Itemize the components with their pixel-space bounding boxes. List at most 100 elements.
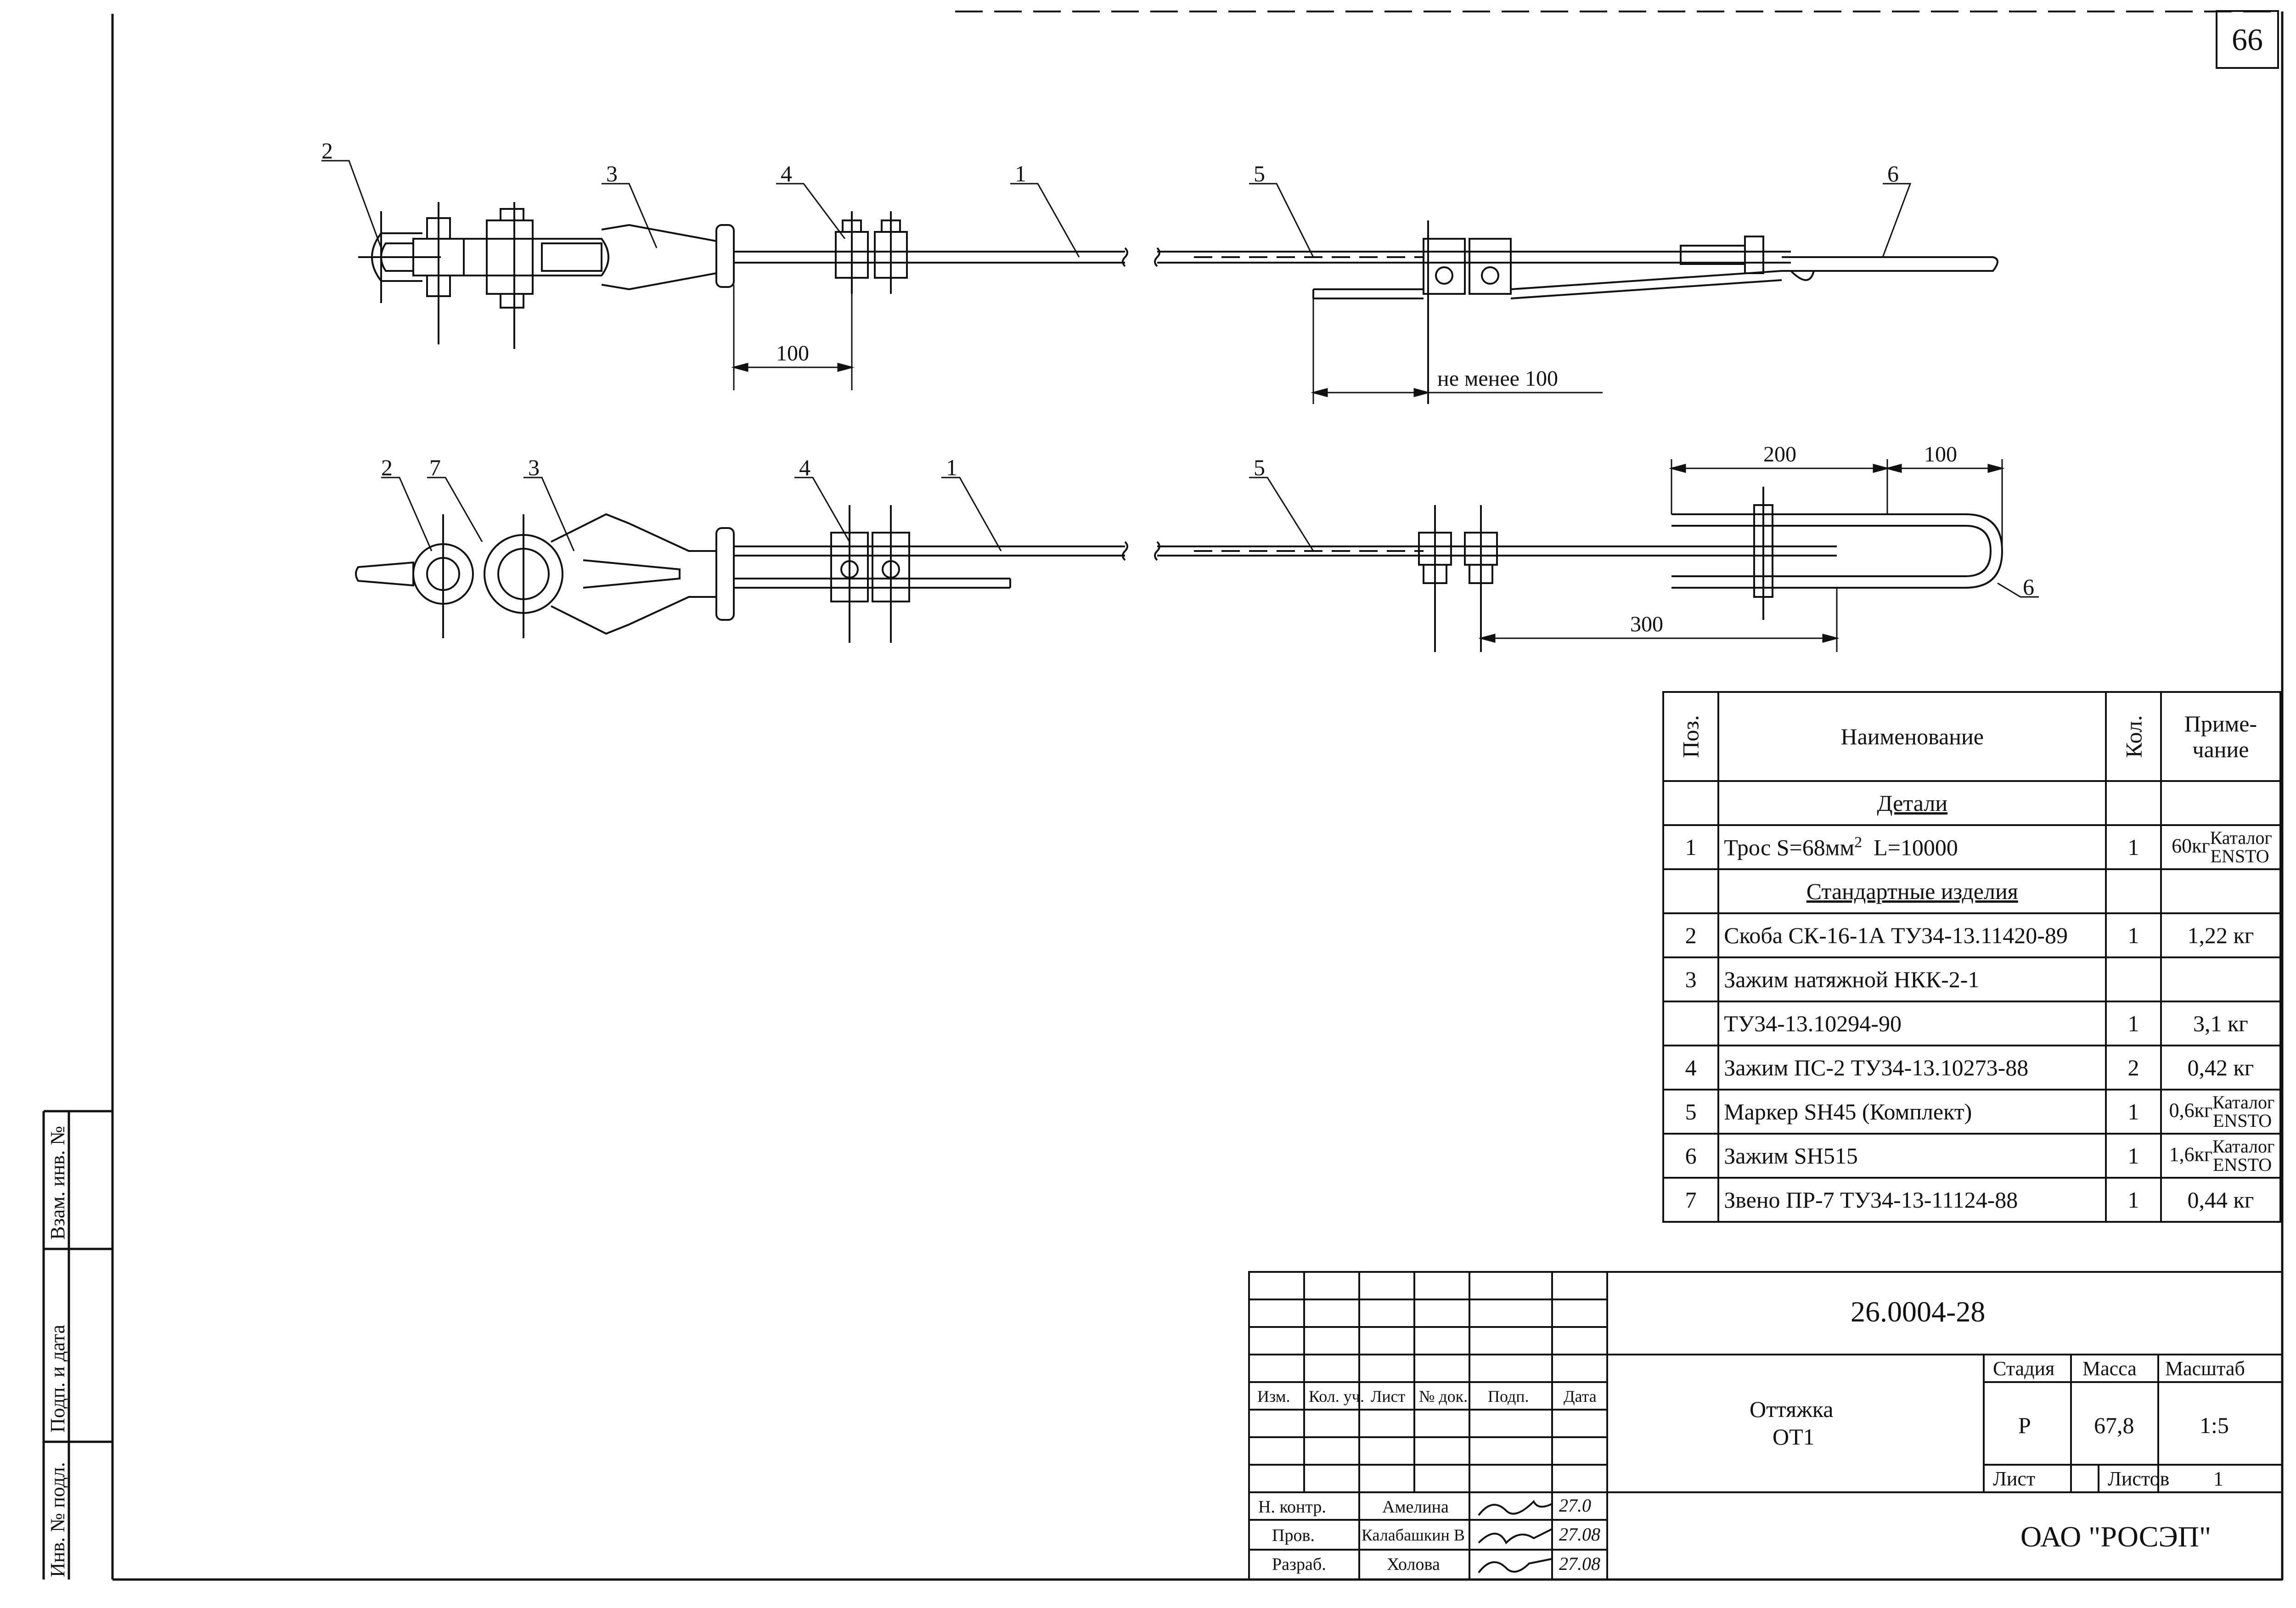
row-qty: 1 [2105,1177,2162,1223]
row-note: 60кгКаталог ENSTO [2160,824,2282,870]
sheets-label: Листов [2108,1467,2170,1490]
company-name: ОАО "РОСЭП" [2020,1520,2212,1553]
row-name: Трос S=68мм2 L=10000 [1717,824,2107,870]
header-pos: Поз. [1678,715,1704,758]
col-sign: Подп. [1488,1387,1529,1406]
table-row: 3 Зажим натяжной НКК-2-1 [1662,956,2282,1002]
table-row: 1 Трос S=68мм2 L=10000 1 60кгКаталог ENS… [1662,824,2282,870]
row-note: 3,1 кг [2160,1001,2282,1046]
mass-label: Масса [2082,1357,2137,1380]
row-note [2160,956,2282,1002]
row-name: Зажим SH515 [1717,1133,2107,1179]
dim-100-bottom: 100 [1924,442,1957,467]
dim-300: 300 [1630,612,1663,636]
row-pos [1662,1001,1720,1046]
table-row: 4 Зажим ПС-2 ТУ34-13.10273-88 2 0,42 кг [1662,1045,2282,1091]
callout-7-bottom: 7 [429,455,441,480]
row-note: 1,6кгКаталог ENSTO [2160,1133,2282,1179]
title-line-1: Оттяжка [1750,1396,1834,1422]
row-pos: 6 [1662,1133,1720,1179]
row-name: ТУ34-13.10294-90 [1717,1001,2107,1046]
scale-value: 1:5 [2200,1412,2229,1438]
section-standard: Стандартные изделия [1717,868,2107,914]
callout-4-top: 4 [781,161,792,186]
sheet-label: Лист [1993,1467,2036,1490]
col-date: Дата [1564,1387,1597,1406]
row-name: Зажим натяжной НКК-2-1 [1717,956,2107,1002]
table-row: 5 Маркер SH45 (Комплект) 1 0,6кгКаталог … [1662,1089,2282,1135]
sign-role-3: Разраб. [1272,1555,1326,1574]
row-note: 0,44 кг [2160,1177,2282,1223]
doc-number: 26.0004-28 [1851,1295,1986,1328]
col-list: Лист [1371,1387,1406,1406]
spec-section-row: Стандартные изделия [1662,868,2282,914]
row-name: Зажим ПС-2 ТУ34-13.10273-88 [1717,1045,2107,1091]
spec-header-row: Поз. Наименование Кол. Приме- чание [1662,691,2282,782]
sign-name-3: Холова [1387,1555,1440,1574]
col-kol-uch: Кол. уч. [1309,1387,1364,1406]
sign-date-1: 27.0 [1559,1495,1591,1516]
row-name: Скоба СК-16-1А ТУ34-13.11420-89 [1717,912,2107,958]
title-block-grid [1248,1271,2283,1580]
sign-date-2: 27.08 [1559,1524,1600,1545]
col-izm: Изм. [1257,1387,1290,1406]
signatures [1478,1500,1553,1574]
dim-min-100: не менее 100 [1437,366,1558,391]
callout-2-top: 2 [321,138,333,163]
callout-5-bottom: 5 [1254,455,1265,480]
table-row: 7 Звено ПР-7 ТУ34-13-11124-88 1 0,44 кг [1662,1177,2282,1223]
row-pos: 4 [1662,1045,1720,1091]
callout-1-top: 1 [1015,161,1026,186]
header-note: Приме- чание [2160,691,2282,782]
sign-name-1: Амелина [1382,1497,1449,1517]
sign-date-3: 27.08 [1559,1553,1600,1574]
row-qty: 2 [2105,1045,2162,1091]
row-qty [2105,956,2162,1002]
row-pos: 3 [1662,956,1720,1002]
sheets-value: 1 [2213,1467,2223,1490]
row-pos: 1 [1662,824,1720,870]
row-pos: 5 [1662,1089,1720,1135]
top-view-labels: 2 3 4 1 5 6 100 не менее 100 [321,138,1899,391]
bottom-view [355,487,2003,652]
dim-100-top: 100 [776,341,809,365]
top-view [358,202,1998,404]
col-doc-num: № док. [1419,1387,1468,1406]
table-row: 2 Скоба СК-16-1А ТУ34-13.11420-89 1 1,22… [1662,912,2282,958]
side-label-inv-replace: Взам. инв. № [46,1126,69,1240]
bottom-view-dimensions [381,459,2039,652]
row-name: Маркер SH45 (Комплект) [1717,1089,2107,1135]
row-note: 0,42 кг [2160,1045,2282,1091]
callout-1-bottom: 1 [946,455,957,480]
callout-6-bottom: 6 [2023,574,2034,600]
section-details: Детали [1717,780,2107,826]
row-qty: 1 [2105,824,2162,870]
row-pos: 7 [1662,1177,1720,1223]
bottom-view-labels: 2 7 3 4 1 5 6 200 100 300 [381,442,2034,636]
specification-table: Поз. Наименование Кол. Приме- чание Дета… [1662,691,2282,1223]
row-qty: 1 [2105,1089,2162,1135]
row-pos: 2 [1662,912,1720,958]
stage-label: Стадия [1993,1357,2055,1380]
side-label-inv-orig: Инв. № подл. [46,1462,69,1577]
header-qty: Кол. [2121,715,2147,758]
callout-5-top: 5 [1254,161,1265,186]
scale-label: Масштаб [2165,1357,2245,1380]
row-note: 0,6кгКаталог ENSTO [2160,1089,2282,1135]
row-qty: 1 [2105,1133,2162,1179]
side-label-sign-date: Подп. и дата [46,1324,69,1433]
sign-role-2: Пров. [1272,1526,1315,1545]
callout-3-bottom: 3 [528,455,540,480]
callout-4-bottom: 4 [799,455,810,480]
row-note: 1,22 кг [2160,912,2282,958]
row-name: Звено ПР-7 ТУ34-13-11124-88 [1717,1177,2107,1223]
header-name: Наименование [1717,691,2107,782]
callout-2-bottom: 2 [381,455,393,480]
spec-section-row: Детали [1662,780,2282,826]
callout-3-top: 3 [606,161,618,186]
top-view-dimensions [321,160,1912,404]
sign-name-2: Калабашкин В [1362,1526,1465,1544]
row-qty: 1 [2105,1001,2162,1046]
mass-value: 67,8 [2094,1412,2134,1438]
